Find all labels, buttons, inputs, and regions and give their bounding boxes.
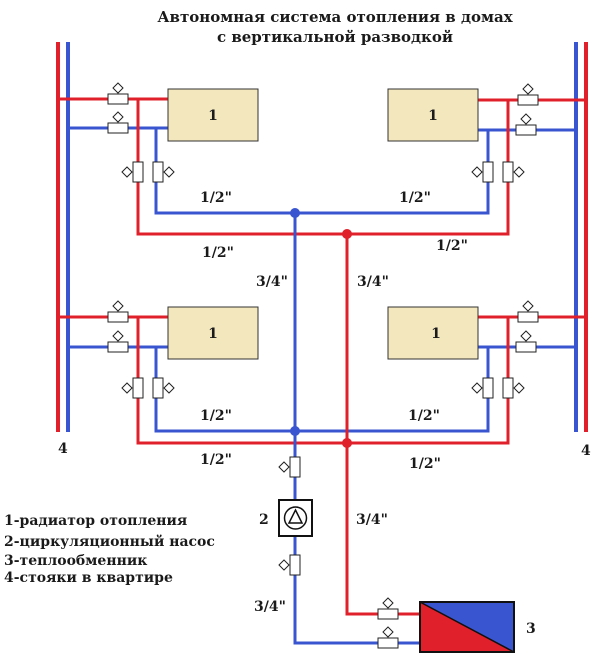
pipe-label: 3/4" [357,274,389,290]
legend-item: 2-циркуляционный насос [4,533,215,550]
radiator-label: 1 [431,326,441,342]
valve-leg-top-right-return [471,161,494,183]
pipe-label: 1/2" [200,452,232,468]
riser-left [56,42,70,432]
valve-exchanger-supply [377,597,399,620]
valve-leg-bottom-right-supply [502,377,525,399]
pipe-label: 1/2" [202,245,234,261]
valve-leg-bottom-left-return [152,377,175,399]
title-line-1: Автономная система отопления в домах [157,8,513,26]
radiator-top-left: 1 [167,88,259,142]
exchanger-marker: 3 [526,621,536,637]
top-distribution [136,97,510,236]
valve-leg-top-right-supply [502,161,525,183]
riser-marker: 4 [581,443,591,459]
pipe-label: 1/2" [408,408,440,424]
radiator-label: 1 [208,326,218,342]
valve-bottom-left-return [107,330,129,353]
pipe-label: 1/2" [409,456,441,472]
radiator-bottom-left: 1 [167,306,259,360]
valve-bottom-left-supply [107,300,129,323]
pipe-label: 1/2" [200,408,232,424]
main-supply-line [345,234,420,616]
valve-top-left-return [107,111,129,134]
legend-item: 4-стояки в квартире [4,570,173,586]
radiator-label: 1 [428,108,438,124]
junction-dot [342,229,352,239]
valve-leg-bottom-right-return [471,377,494,399]
pipe-label: 3/4" [356,512,388,528]
valve-top-left-supply [107,82,129,105]
riser-right [574,42,588,432]
pipe-label: 3/4" [256,274,288,290]
valve-pump-lower [278,554,301,576]
valve-bottom-right-return [515,330,537,353]
radiator-label: 1 [208,108,218,124]
valve-top-right-return [515,113,537,136]
pipe-label: 1/2" [399,190,431,206]
pump-marker: 2 [259,512,269,528]
valve-leg-top-left-return [152,161,175,183]
pipe-label: 3/4" [254,599,286,615]
junction-dot [290,426,300,436]
bottom-distribution [136,315,510,445]
pump-icon [287,508,304,524]
valve-leg-top-left-supply [121,161,144,183]
valve-leg-bottom-left-supply [121,377,144,399]
riser-marker: 4 [58,441,68,457]
legend: 1-радиатор отопления 2-циркуляционный на… [4,513,215,586]
radiator-bottom-right: 1 [387,306,479,360]
heat-exchanger [419,601,515,653]
title-line-2: с вертикальной разводкой [217,28,453,46]
radiator-top-right: 1 [387,88,479,142]
pipe-label: 1/2" [436,238,468,254]
valve-exchanger-return [377,626,399,649]
circulation-pump [278,499,313,537]
valve-top-right-supply [517,83,539,106]
pipe-label: 1/2" [200,190,232,206]
junction-dot [342,438,352,448]
legend-item: 1-радиатор отопления [4,513,187,529]
valve-pump-upper [278,456,301,478]
legend-item: 3-теплообменник [4,553,147,569]
junction-dot [290,208,300,218]
valve-bottom-right-supply [517,300,539,323]
